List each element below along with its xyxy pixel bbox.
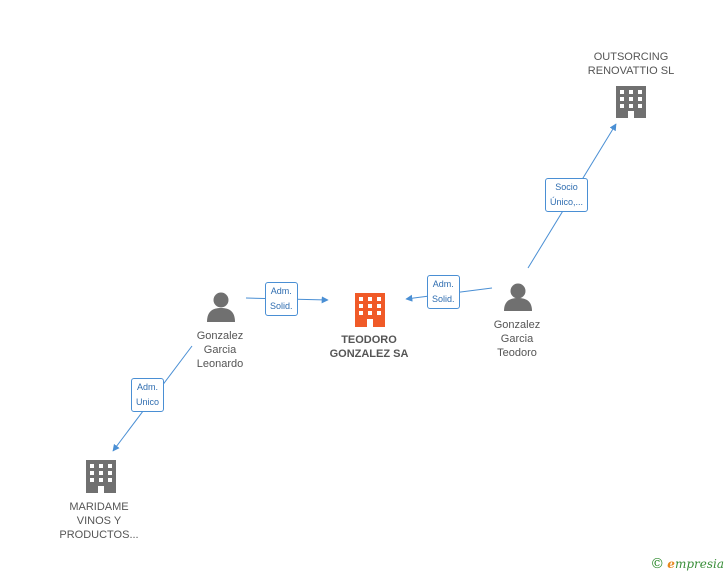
edge-label-line: Adm. <box>432 279 454 289</box>
edge-label-line: Solid. <box>432 294 455 304</box>
node-label-line: TEODORO <box>341 334 397 346</box>
person-icon[interactable] <box>207 292 235 323</box>
edge-label-line: Único,... <box>550 197 584 207</box>
node-label-line: MARIDAME <box>69 501 129 513</box>
node-label-line: Teodoro <box>497 347 537 359</box>
node-label-teodoro[interactable]: Gonzalez Garcia Teodoro <box>467 318 567 360</box>
node-label-line: VINOS Y <box>76 515 122 527</box>
person-icon[interactable] <box>504 283 532 312</box>
node-label-line: Gonzalez <box>493 319 541 331</box>
edge-label-line: Solid. <box>270 301 293 311</box>
node-label-line: Garcia <box>203 344 237 356</box>
node-label-line: GONZALEZ SA <box>329 348 409 360</box>
edge-label-line: Unico <box>136 397 160 407</box>
edge-label-line: Adm. <box>270 286 292 296</box>
node-label-line: PRODUCTOS... <box>59 529 139 541</box>
edge-label-adm-solid-right[interactable]: Adm. Solid. <box>427 275 460 309</box>
node-label-leonardo[interactable]: Gonzalez Garcia Leonardo <box>170 329 270 371</box>
node-label-teodoro-sa[interactable]: TEODORO GONZALEZ SA <box>310 333 428 361</box>
brand-name: mpresia <box>674 557 724 571</box>
node-label-maridame[interactable]: MARIDAME VINOS Y PRODUCTOS... <box>44 500 154 542</box>
brand-first-letter: e <box>667 557 675 571</box>
node-label-line: RENOVATTIO SL <box>587 65 675 77</box>
edge-label-adm-unico[interactable]: Adm. Unico <box>131 378 165 412</box>
building-icon[interactable] <box>616 86 646 118</box>
edge-label-adm-solid-left[interactable]: Adm. Solid. <box>265 282 298 316</box>
edge-label-line: Adm. <box>137 382 159 392</box>
node-label-line: Leonardo <box>196 358 244 370</box>
node-label-line: OUTSORCING <box>593 51 669 63</box>
edge-label-line: Socio <box>555 182 578 192</box>
node-label-line: Garcia <box>500 333 534 345</box>
node-label-outsorcing[interactable]: OUTSORCING RENOVATTIO SL <box>572 50 690 78</box>
copyright-icon: © <box>650 556 665 572</box>
building-icon-main[interactable] <box>355 293 385 327</box>
edge-label-socio[interactable]: Socio Único,... <box>545 178 589 212</box>
node-label-line: Gonzalez <box>196 330 244 342</box>
empresia-logo[interactable]: ©empresia <box>650 556 724 572</box>
building-icon[interactable] <box>86 460 116 493</box>
